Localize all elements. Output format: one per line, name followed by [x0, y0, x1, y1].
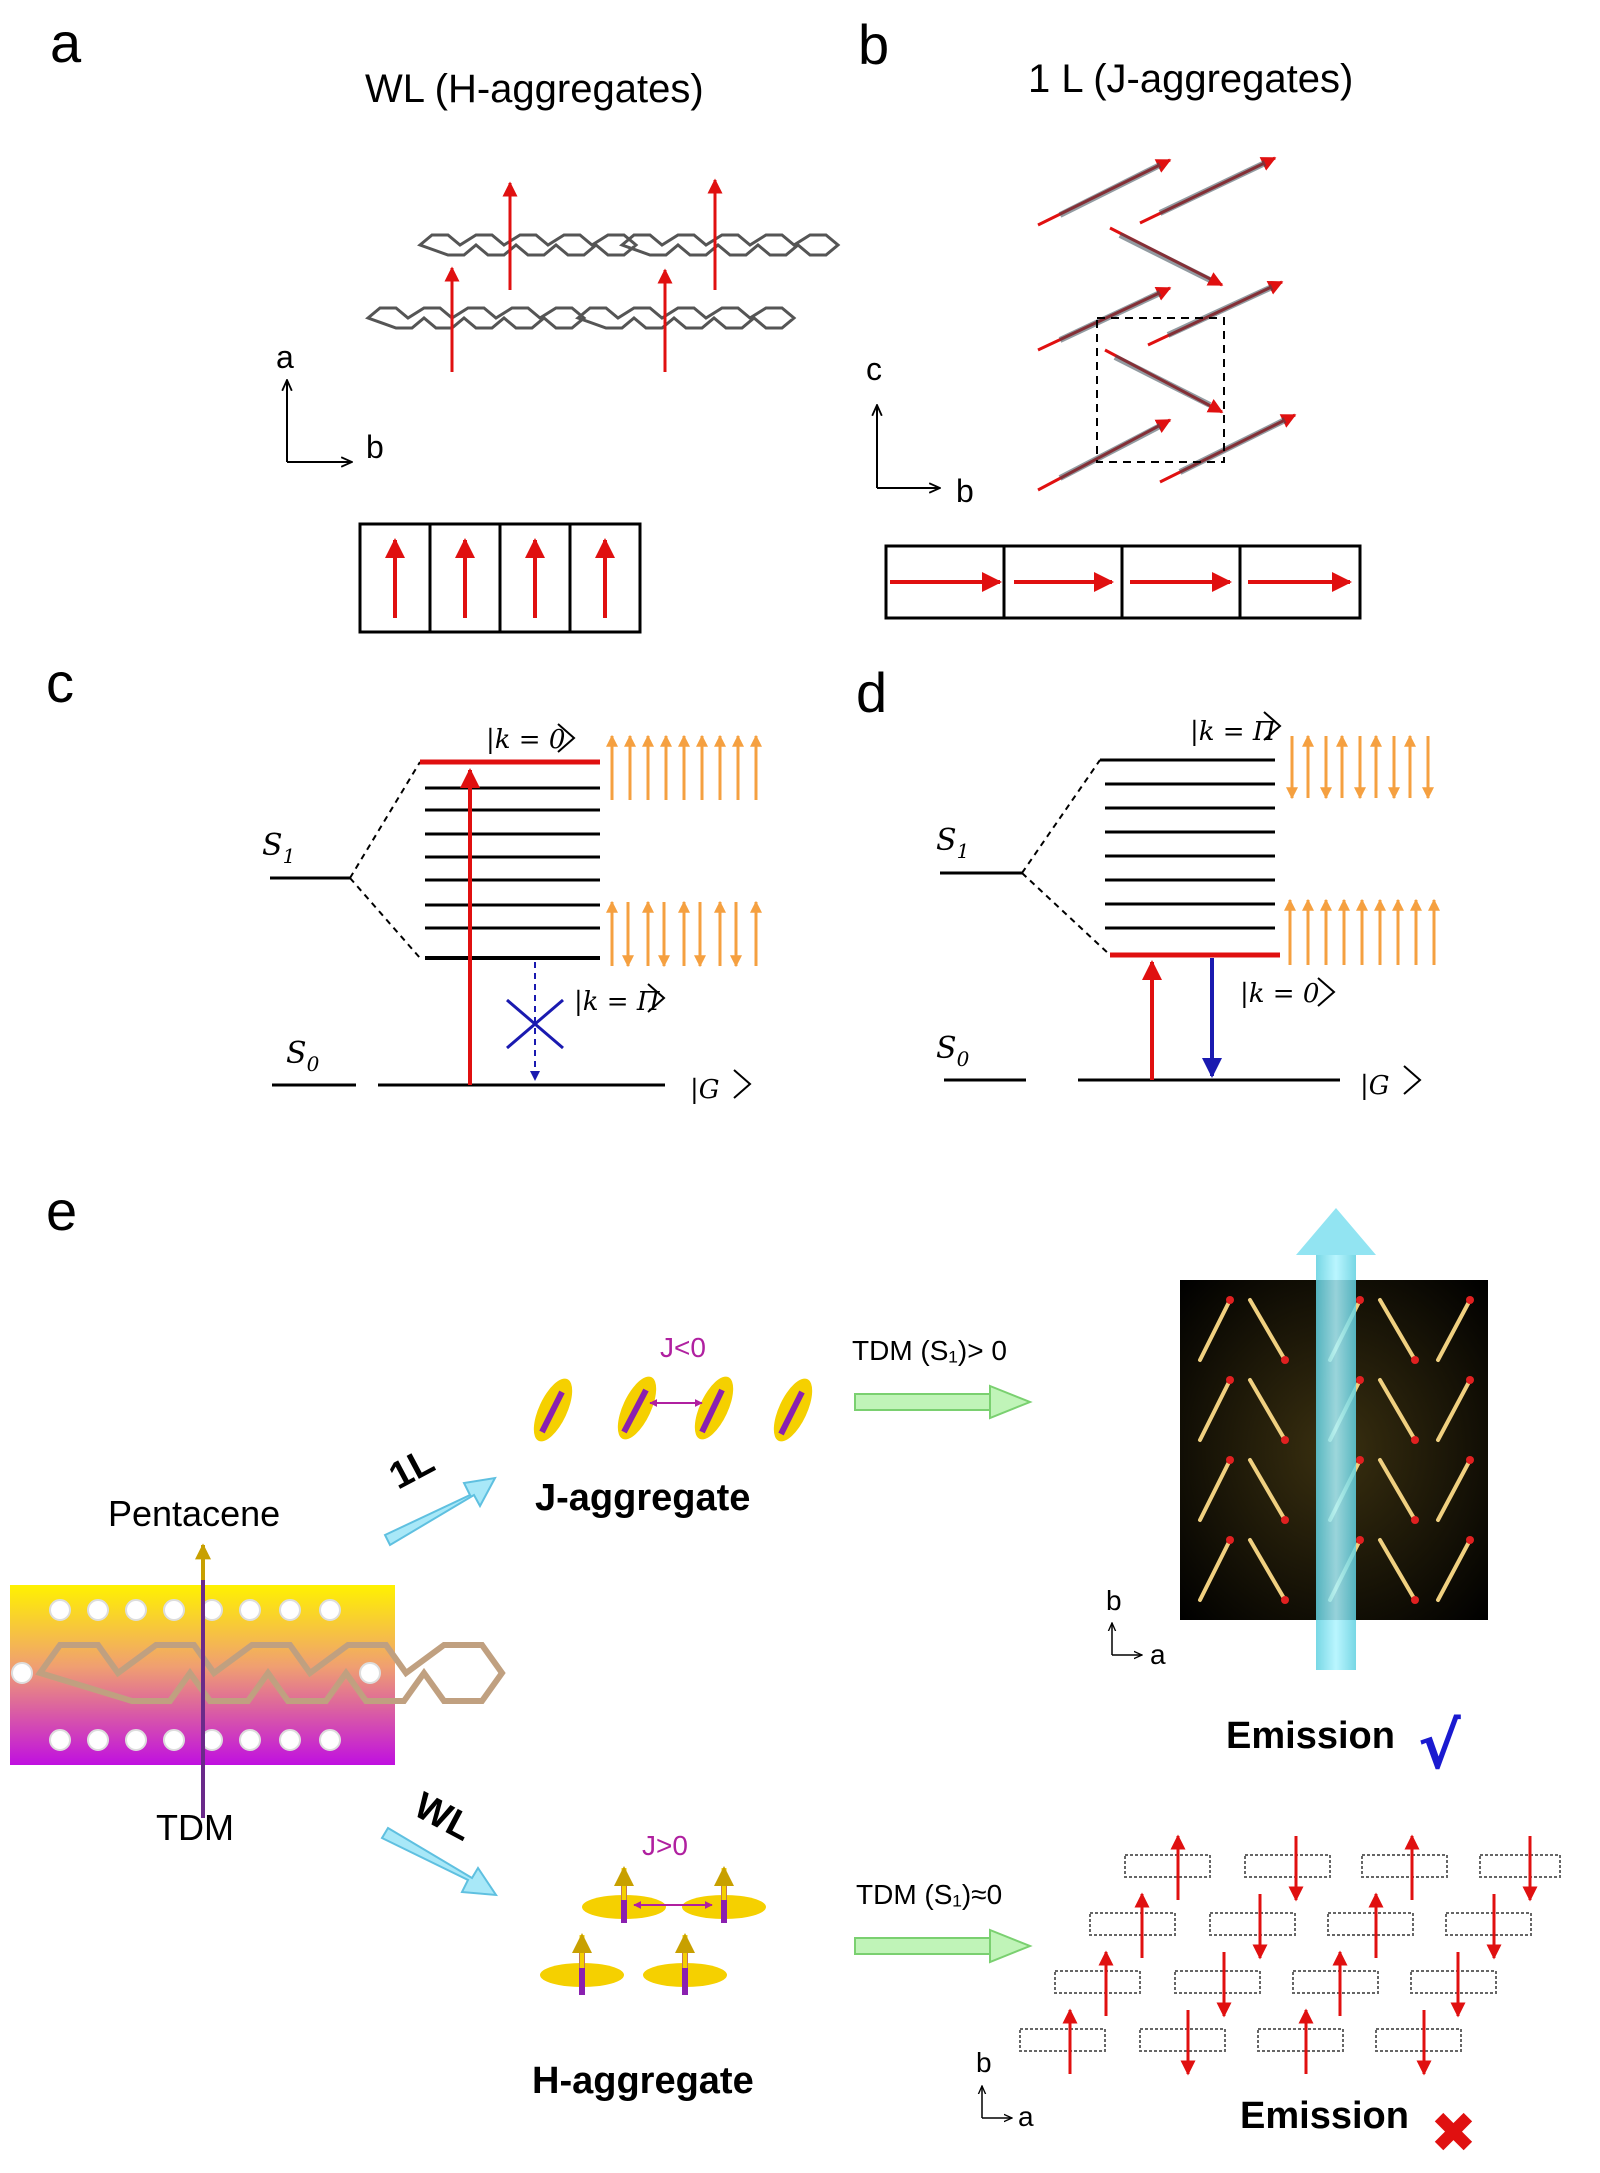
h-aggregate-label: H-aggregate: [532, 2060, 754, 2102]
route-arrow-1l: [383, 1476, 497, 1547]
panel-label-e: e: [46, 1179, 77, 1242]
axis-label-e-top-horizontal: a: [1150, 1639, 1166, 1670]
panel-a-title: WL (H-aggregates): [365, 67, 704, 111]
panel-label-d: d: [856, 661, 887, 724]
dipoles-parallel-c: [606, 734, 762, 800]
j-aggregate-molecules: [533, 1376, 813, 1442]
axis-label-e-bottom-vertical: b: [976, 2047, 992, 2078]
molecule-shadows-1l: [1058, 160, 1287, 481]
h-coupling-label: J>0: [642, 1830, 688, 1861]
tdm-arrow-h: [854, 1928, 1033, 1964]
h-aggregate-molecules: [540, 1866, 766, 1995]
s0-label-d: S0: [936, 1031, 970, 1071]
pentacene-label: Pentacene: [108, 1493, 280, 1534]
panel-e: Pentacene TDM 1L WL J<0 J-aggregate: [10, 1208, 1561, 2166]
ket-top-c: |k = 0: [486, 725, 565, 755]
tdm-j-label: TDM (S₁)> 0: [852, 1335, 1007, 1366]
axis-label-e-bottom-horizontal: a: [1018, 2101, 1034, 2132]
panel-d: S1 |k = Π |k = 0: [936, 711, 1440, 1101]
s0-label-c: S0: [286, 1036, 320, 1076]
h-lattice-tdm-arrows: [1062, 1834, 1538, 2076]
axis-label-b-vertical: c: [866, 351, 882, 387]
panel-label-b: b: [858, 13, 889, 76]
j-coupling-label: J<0: [660, 1332, 706, 1363]
route-arrow-wl: [380, 1826, 498, 1897]
pentacene-rings: [35, 1642, 506, 1704]
panel-c: S1 |k = 0: [262, 723, 762, 1105]
ket-bottom-d: |k = 0: [1240, 979, 1319, 1009]
tdm-arrow-j: [854, 1384, 1033, 1420]
pentacene-molecules-wl: [365, 233, 841, 330]
dipole-box-h: [358, 522, 642, 634]
route-1l-label: 1L: [382, 1440, 441, 1498]
ket-ground-c: |G: [690, 1075, 720, 1105]
axes-e-top: [1112, 1623, 1142, 1655]
dipoles-alternating-d: [1286, 734, 1434, 800]
h-lattice-molecules: [1019, 1854, 1561, 2052]
panel-a: WL (H-aggregates) a: [276, 67, 841, 634]
s1-label-d: S1: [936, 823, 969, 863]
tdm-arrows-wl: [444, 178, 723, 372]
panel-label-a: a: [50, 11, 82, 74]
exciton-band-d: [1100, 758, 1275, 930]
ket-bottom-c: |k = Π: [574, 987, 661, 1017]
tdm-label: TDM: [156, 1807, 234, 1848]
cross-mark-icon: ✖: [1430, 2101, 1477, 2166]
dipoles-parallel-d: [1284, 898, 1440, 965]
s1-label-c: S1: [262, 828, 295, 868]
axes-e-bottom: [982, 2086, 1012, 2118]
route-wl-label: WL: [407, 1785, 479, 1850]
emission-arrow-cyan: [1296, 1208, 1376, 1670]
dipoles-alternating-c: [606, 900, 762, 968]
emission-off-label: Emission: [1240, 2095, 1409, 2137]
axes-a: [287, 380, 352, 462]
j-aggregate-label: J-aggregate: [535, 1477, 750, 1519]
dipole-box-j: [884, 544, 1362, 620]
panel-b: 1 L (J-aggregates) c b: [866, 57, 1362, 620]
panel-b-title: 1 L (J-aggregates): [1028, 57, 1353, 101]
ket-top-d: |k = Π: [1190, 717, 1277, 747]
forbidden-cross-icon: [506, 998, 564, 1050]
axis-label-a-horizontal: b: [366, 429, 384, 465]
check-mark-icon: √: [1418, 1710, 1461, 1784]
ket-ground-d: |G: [1360, 1071, 1390, 1101]
axes-b: [877, 405, 940, 488]
axis-label-e-top-vertical: b: [1106, 1585, 1122, 1616]
tdm-h-label: TDM (S₁)≈0: [856, 1879, 1002, 1910]
exciton-band-c: [425, 786, 600, 960]
unit-cell-box: [1096, 317, 1225, 463]
panel-label-c: c: [46, 651, 74, 714]
emitting-atoms: [1226, 1296, 1474, 1604]
axis-label-b-horizontal: b: [956, 473, 974, 509]
axis-label-a-vertical: a: [276, 339, 294, 375]
emission-on-label: Emission: [1226, 1715, 1395, 1757]
